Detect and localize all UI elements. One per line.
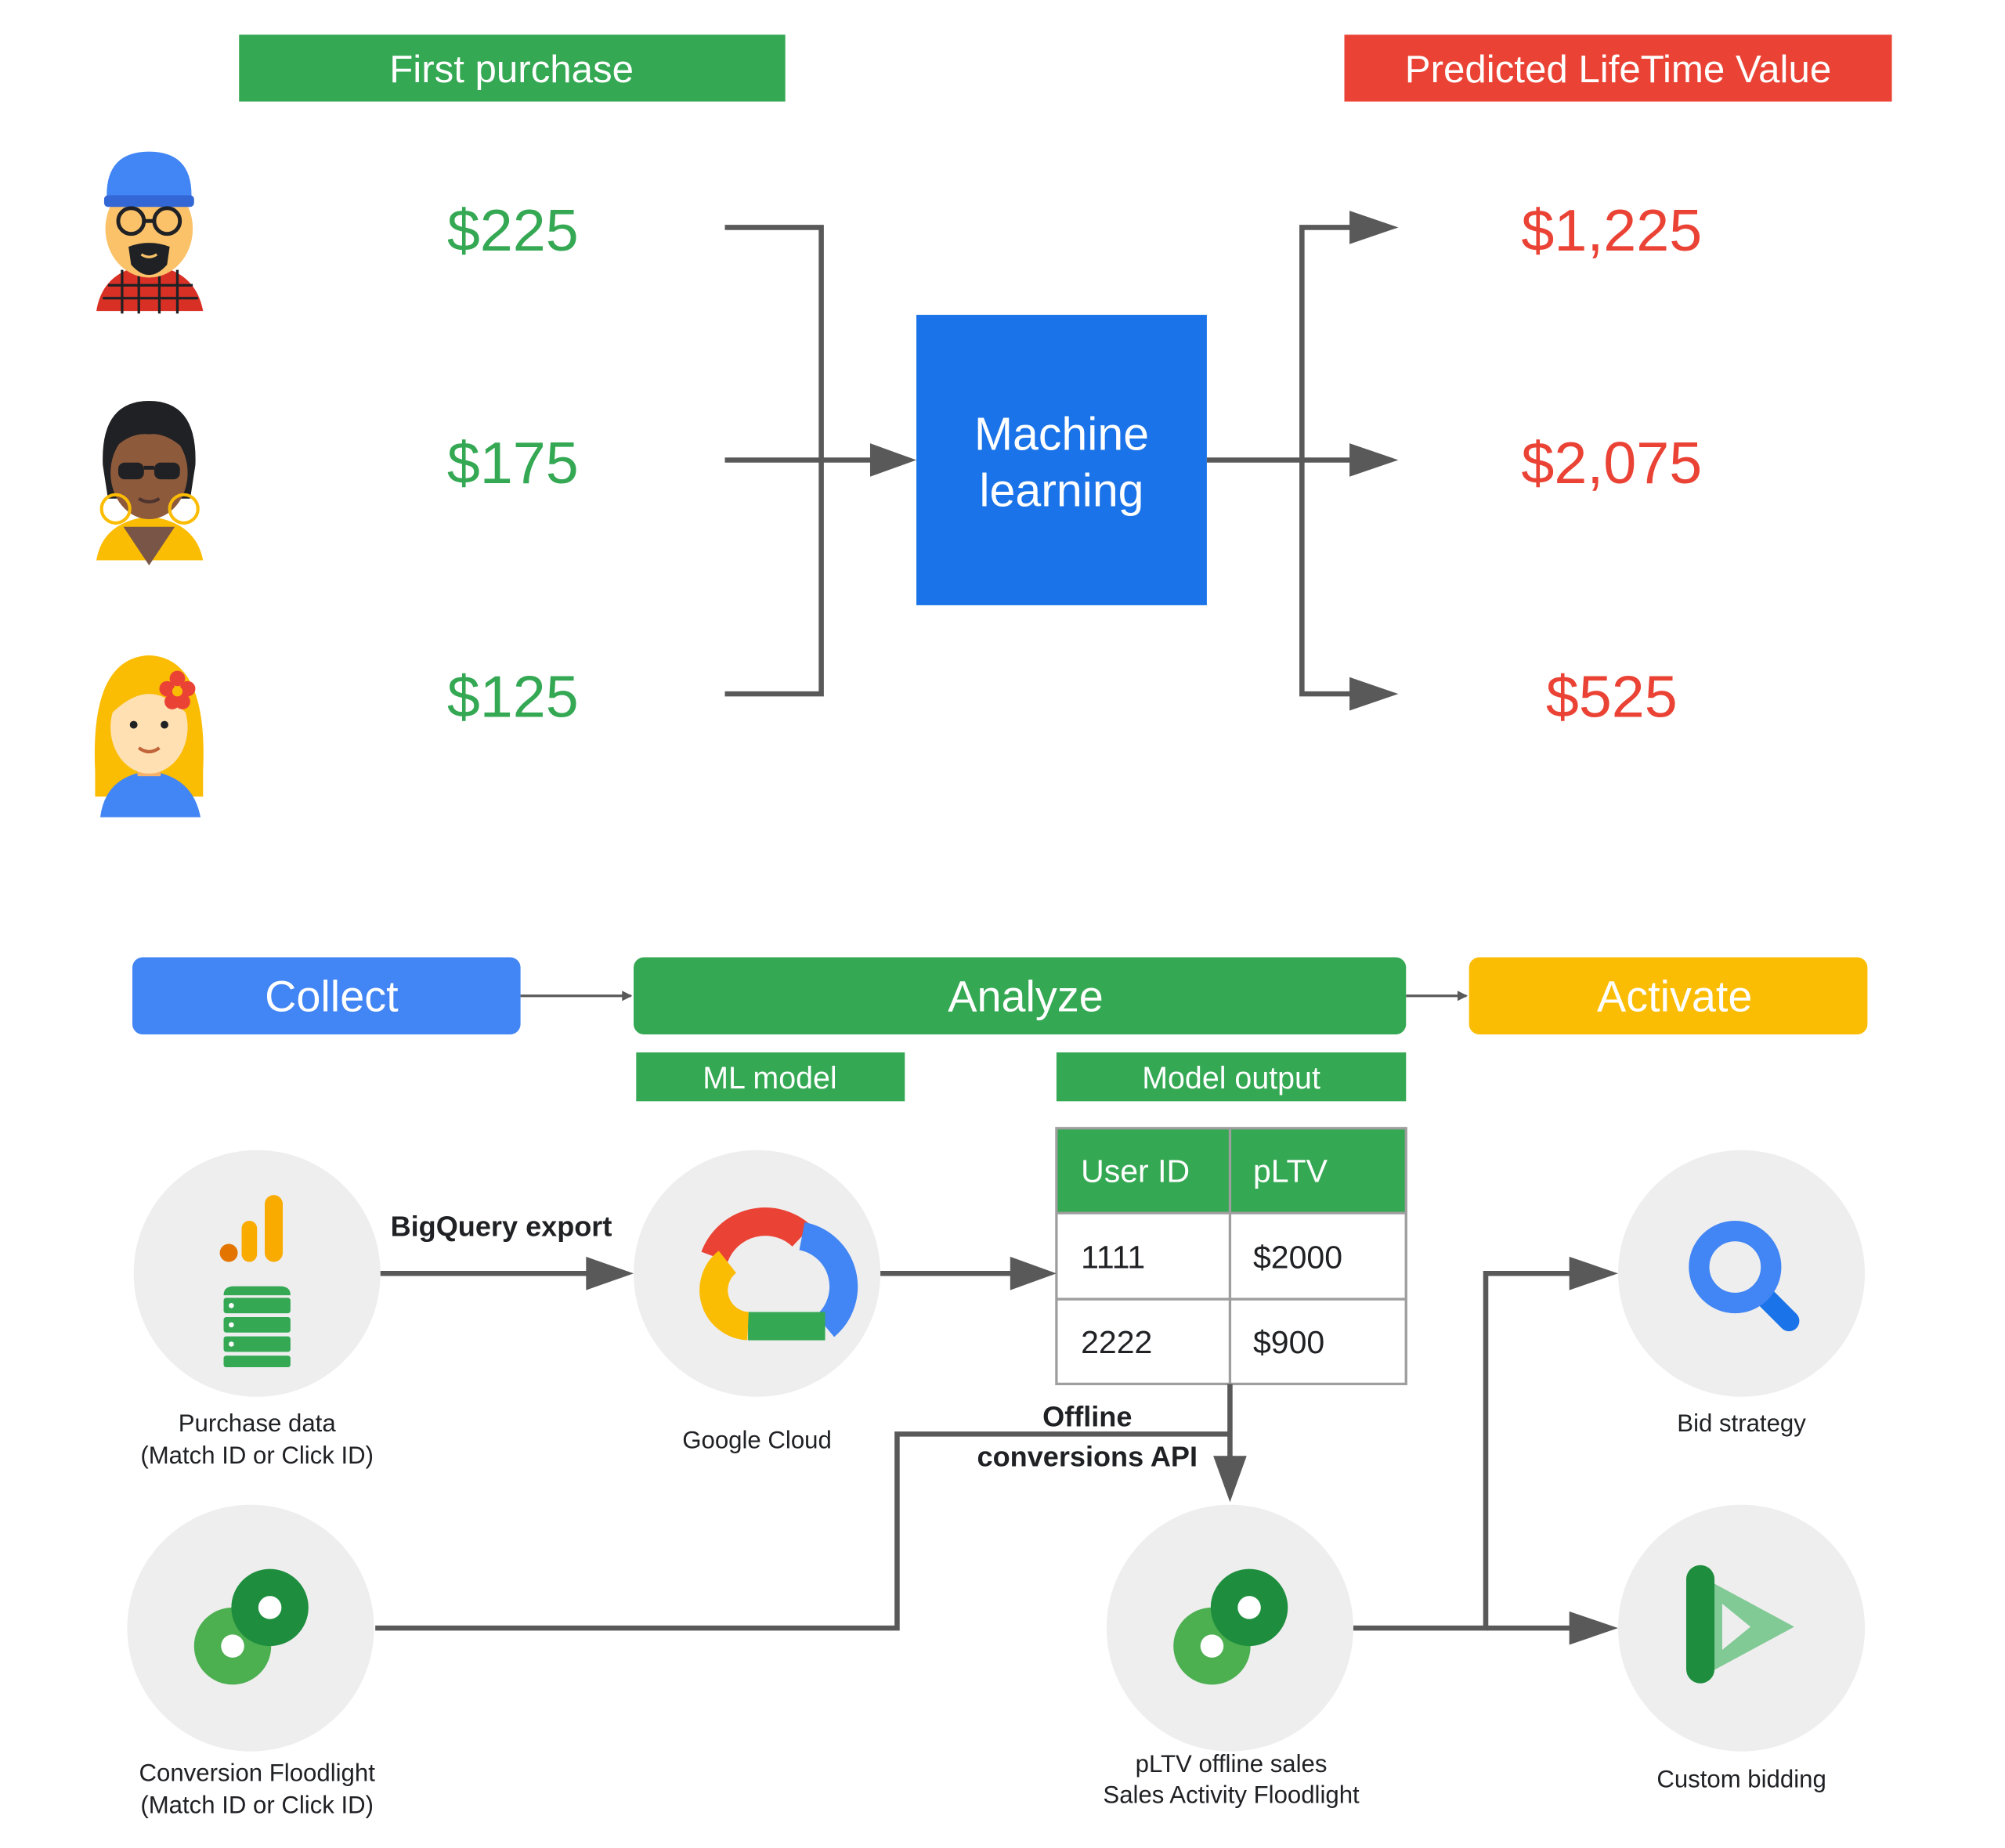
table-header-user-id: User ID bbox=[1081, 1153, 1190, 1189]
conversion-floodlight-label-2: (Match ID or Click ID) bbox=[140, 1791, 374, 1818]
floodlight-icon bbox=[1173, 1568, 1288, 1685]
table-cell-user-id-1: 1111 bbox=[1081, 1240, 1145, 1276]
purchase-data-label-2: (Match ID or Click ID) bbox=[140, 1442, 374, 1469]
analyze-stage: Analyze bbox=[634, 957, 1407, 1035]
predicted-value-1: $1,225 bbox=[1521, 197, 1702, 263]
pltv-sales-label-2: Sales Activity Floodlight bbox=[1103, 1781, 1360, 1808]
output-arrowheads bbox=[1349, 211, 1399, 711]
table-cell-pltv-1: $2000 bbox=[1253, 1240, 1342, 1276]
google-cloud-icon bbox=[699, 1207, 858, 1341]
first-purchase-label: First purchase bbox=[389, 48, 634, 91]
model-output-label-box: Model output bbox=[1056, 1052, 1407, 1102]
floodlight-icon bbox=[193, 1568, 309, 1685]
activate-stage: Activate bbox=[1469, 957, 1868, 1035]
avatar-customer-3 bbox=[94, 655, 204, 818]
ml-model-label: ML model bbox=[703, 1061, 836, 1095]
pltv-header: Predicted LifeTime Value bbox=[1344, 34, 1892, 102]
machine-learning-box: Machine learning bbox=[916, 315, 1207, 605]
table-cell-pltv-2: $900 bbox=[1253, 1324, 1324, 1360]
conversion-floodlight-label-1: Conversion Floodlight bbox=[139, 1759, 376, 1786]
first-purchase-value-3: $125 bbox=[447, 664, 579, 730]
output-split-connector bbox=[1206, 225, 1353, 697]
search-icon bbox=[1689, 1220, 1800, 1332]
predicted-value-2: $2,075 bbox=[1521, 430, 1702, 496]
analytics-icon bbox=[219, 1195, 284, 1262]
collect-label: Collect bbox=[265, 971, 399, 1020]
pipeline-connectors bbox=[375, 1270, 1575, 1631]
custom-bidding-label: Custom bidding bbox=[1656, 1766, 1826, 1793]
offline-api-label-1: Offline bbox=[1042, 1401, 1132, 1433]
pltv-label: Predicted LifeTime Value bbox=[1405, 48, 1831, 91]
activate-label: Activate bbox=[1597, 971, 1752, 1020]
avatar-customer-1 bbox=[96, 151, 204, 314]
ml-box-line2: learning bbox=[979, 465, 1143, 517]
bigquery-export-label: BigQuery export bbox=[391, 1211, 612, 1243]
offline-api-label-2: conversions API bbox=[977, 1440, 1198, 1472]
input-merge-connector bbox=[724, 225, 874, 697]
model-output-table: User ID pLTV 1111 $2000 2222 $900 bbox=[1055, 1127, 1407, 1385]
first-purchase-value-2: $175 bbox=[447, 430, 579, 496]
avatar-customer-2 bbox=[96, 400, 204, 566]
table-header-pltv: pLTV bbox=[1253, 1153, 1328, 1189]
purchase-data-label-1: Purchase data bbox=[179, 1409, 337, 1437]
input-arrowhead bbox=[869, 443, 917, 477]
pipeline-arrowheads bbox=[586, 1256, 1619, 1645]
google-cloud-label: Google Cloud bbox=[682, 1426, 832, 1453]
pltv-sales-label-1: pLTV offline sales bbox=[1136, 1750, 1328, 1778]
predicted-value-3: $525 bbox=[1546, 664, 1678, 730]
ml-box-line1: Machine bbox=[974, 408, 1149, 460]
first-purchase-header: First purchase bbox=[239, 34, 786, 102]
ml-model-label-box: ML model bbox=[636, 1052, 905, 1102]
collect-stage: Collect bbox=[132, 957, 521, 1035]
analyze-label: Analyze bbox=[948, 971, 1103, 1020]
table-cell-user-id-2: 2222 bbox=[1081, 1324, 1152, 1360]
display-video-icon bbox=[1685, 1565, 1794, 1684]
model-output-label: Model output bbox=[1142, 1061, 1320, 1095]
storage-stack-icon bbox=[223, 1286, 291, 1368]
first-purchase-value-1: $225 bbox=[447, 197, 579, 263]
bid-strategy-label: Bid strategy bbox=[1677, 1409, 1806, 1437]
